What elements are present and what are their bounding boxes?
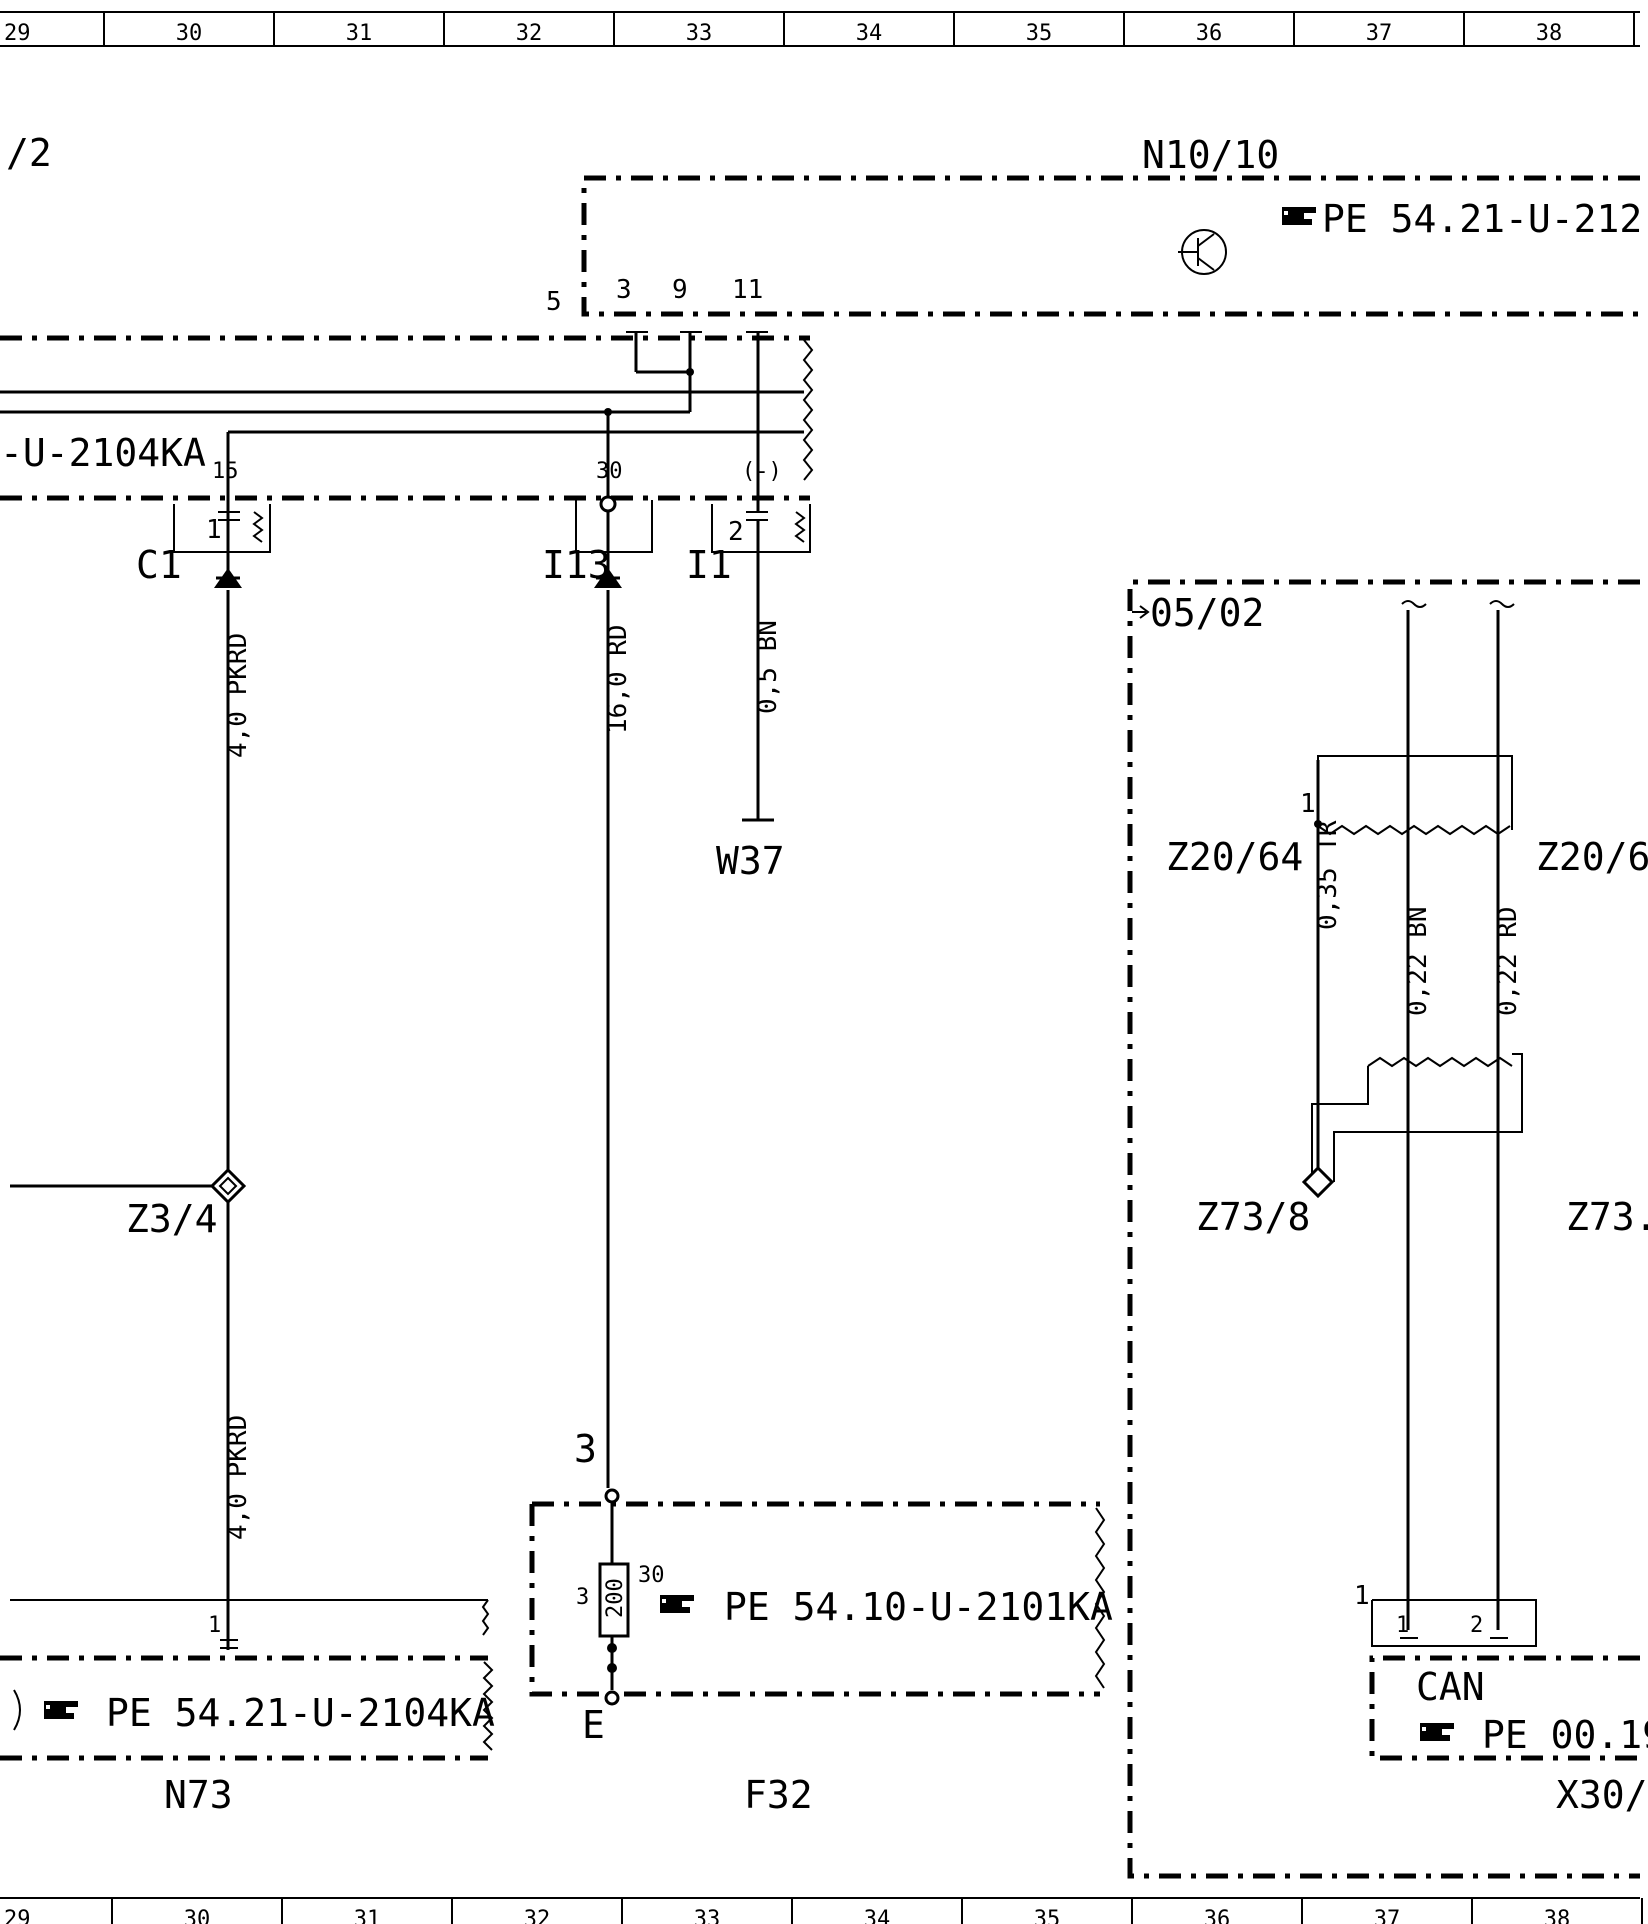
pin-30-label: 30 xyxy=(596,459,623,484)
sheet-ref-0502: 05/02 xyxy=(1150,591,1264,635)
z3-4-label: Z3/4 xyxy=(126,1197,218,1241)
left-reference: -U-2104KA xyxy=(0,431,206,475)
ruler-number: 35 xyxy=(1034,1907,1061,1924)
ruler-number: 29 xyxy=(4,1907,31,1924)
wire-rd: 16,0 RD xyxy=(603,590,633,1488)
z20-64-pin-1: 1 xyxy=(1300,789,1316,819)
f32-label: F32 xyxy=(744,1773,813,1817)
x30-reference: PE 00.19 xyxy=(1482,1713,1648,1757)
z20-64-label: Z20/64 xyxy=(1166,835,1303,879)
can-label: CAN xyxy=(1416,1665,1485,1709)
ruler-number: 31 xyxy=(346,21,373,46)
ruler-number: 32 xyxy=(524,1907,551,1924)
bottom-ruler: 29 30 31 32 33 34 35 36 37 38 xyxy=(0,1897,1643,1924)
ruler-number: 38 xyxy=(1536,21,1563,46)
pin-15-label: 15 xyxy=(212,459,239,484)
i13-connector: I13 xyxy=(542,495,653,588)
z73-right-label: Z73. xyxy=(1566,1195,1648,1239)
ruler-number: 34 xyxy=(864,1907,891,1924)
pin-9-label: 9 xyxy=(672,275,688,305)
n73-label: N73 xyxy=(164,1773,233,1817)
n73-reference: PE 54.21-U-2104KA xyxy=(106,1691,495,1735)
ruler-number: 31 xyxy=(354,1907,381,1924)
pin-11-label: 11 xyxy=(732,275,763,305)
sheet-ref-left: /2 xyxy=(6,131,52,175)
x30-label: X30/ xyxy=(1556,1773,1648,1817)
ruler-number: 29 xyxy=(4,21,31,46)
wire-pkrd-upper-label: 4,0 PKRD xyxy=(223,633,253,758)
ruler-number: 35 xyxy=(1026,21,1053,46)
can-area: 05/02 1 Z20/64 Z20/6 0,35 TR 0,22 BN 0,2… xyxy=(1127,579,1648,1879)
wire-rd-label: 16,0 RD xyxy=(603,624,633,734)
x30-pin-2: 2 xyxy=(1470,1613,1483,1638)
x30-pin-1-outer: 1 xyxy=(1354,1581,1370,1611)
hand-pointer-icon xyxy=(1282,207,1316,225)
ruler-number: 36 xyxy=(1196,21,1223,46)
ruler-number: 37 xyxy=(1374,1907,1401,1924)
ruler-number: 34 xyxy=(856,21,883,46)
wire-bn: 0,5 BN W37 xyxy=(716,600,785,883)
f32-e-label: E xyxy=(582,1703,605,1747)
f32-reference: PE 54.10-U-2101KA xyxy=(724,1585,1113,1629)
f32-inner-30: 30 xyxy=(638,1563,665,1588)
i1-label: I1 xyxy=(686,543,732,587)
ruler-number: 33 xyxy=(686,21,713,46)
wire-pkrd-lower: 4,0 PKRD xyxy=(223,1202,253,1650)
hand-pointer-icon xyxy=(1420,1723,1454,1741)
x30-pin-1: 1 xyxy=(1396,1613,1409,1638)
c1-label: C1 xyxy=(136,543,182,587)
n73-module: 1 PE 54.21-U-2104KA N73 xyxy=(0,1599,495,1817)
n73-pin-1: 1 xyxy=(208,1613,221,1638)
ruler-number: 32 xyxy=(516,21,543,46)
top-ruler: 29 30 31 32 33 34 35 36 37 38 xyxy=(0,11,1640,47)
f32-pin-3-label: 3 xyxy=(574,1427,597,1471)
wire-bn22-label: 0,22 BN xyxy=(1403,906,1433,1016)
hand-pointer-icon xyxy=(660,1595,694,1613)
pin-minus-label: (-) xyxy=(742,459,782,484)
n10-10-module: N10/10 PE 54.21-U-212 5 3 9 11 xyxy=(546,133,1642,317)
ruler-number: 33 xyxy=(694,1907,721,1924)
ruler-number: 38 xyxy=(1544,1907,1571,1924)
f32-inner-3: 3 xyxy=(576,1585,589,1610)
wire-tr-label: 0,35 TR xyxy=(1313,820,1343,930)
wire-bn-label: 0,5 BN xyxy=(753,620,783,714)
z3-4-splice: Z3/4 xyxy=(10,1167,247,1241)
ruler-number: 30 xyxy=(176,21,203,46)
n10-10-reference: PE 54.21-U-212 xyxy=(1322,197,1642,241)
wire-pkrd-lower-label: 4,0 PKRD xyxy=(223,1415,253,1540)
wire-pkrd-upper: 4,0 PKRD xyxy=(223,590,253,1178)
hand-pointer-icon xyxy=(44,1701,78,1719)
pin-5-label: 5 xyxy=(546,287,562,317)
z73-8-label: Z73/8 xyxy=(1196,1195,1310,1239)
n10-10-label: N10/10 xyxy=(1142,133,1279,177)
ruler-number: 37 xyxy=(1366,21,1393,46)
c1-connector: 1 C1 xyxy=(136,504,271,588)
c1-pin-1: 1 xyxy=(206,515,222,545)
z20-right-label: Z20/6 xyxy=(1536,835,1648,879)
i13-label: I13 xyxy=(542,543,611,587)
ruler-number: 36 xyxy=(1204,1907,1231,1924)
f32-fuse-module: 3 200 3 30 PE 54.10-U-2101KA E F32 xyxy=(529,1427,1113,1817)
w37-ground-label: W37 xyxy=(716,839,785,883)
i1-connector: 2 I1 xyxy=(686,504,811,600)
pin-3-label: 3 xyxy=(616,275,632,305)
ruler-number: 30 xyxy=(184,1907,211,1924)
harness-connector-region: -U-2104KA 15 30 (-) xyxy=(0,331,814,520)
i1-pin-2: 2 xyxy=(728,517,744,547)
f32-rating: 200 xyxy=(603,1578,628,1618)
transistor-icon xyxy=(1178,229,1227,275)
wire-rd22-label: 0,22 RD xyxy=(1493,906,1523,1016)
